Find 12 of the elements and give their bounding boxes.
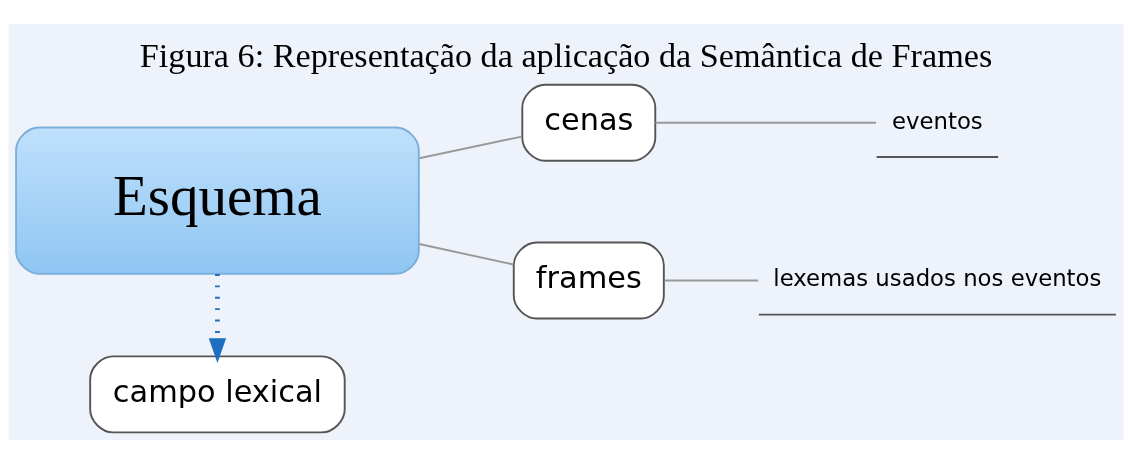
connector	[418, 242, 515, 265]
connector	[663, 279, 760, 281]
node-box: campo lexical	[89, 354, 346, 433]
diagram-title: Figura 6: Representação da aplicação da Semântica de Frames	[139, 36, 993, 74]
connector	[654, 121, 878, 124]
node-box: frames	[512, 241, 665, 319]
arrow	[208, 273, 227, 363]
connector	[418, 135, 523, 159]
node-text: eventos	[892, 107, 983, 134]
node-text: lexemas usados nos eventos	[773, 264, 1102, 291]
node-box: Esquema	[15, 126, 420, 275]
node-box: cenas	[521, 83, 657, 162]
